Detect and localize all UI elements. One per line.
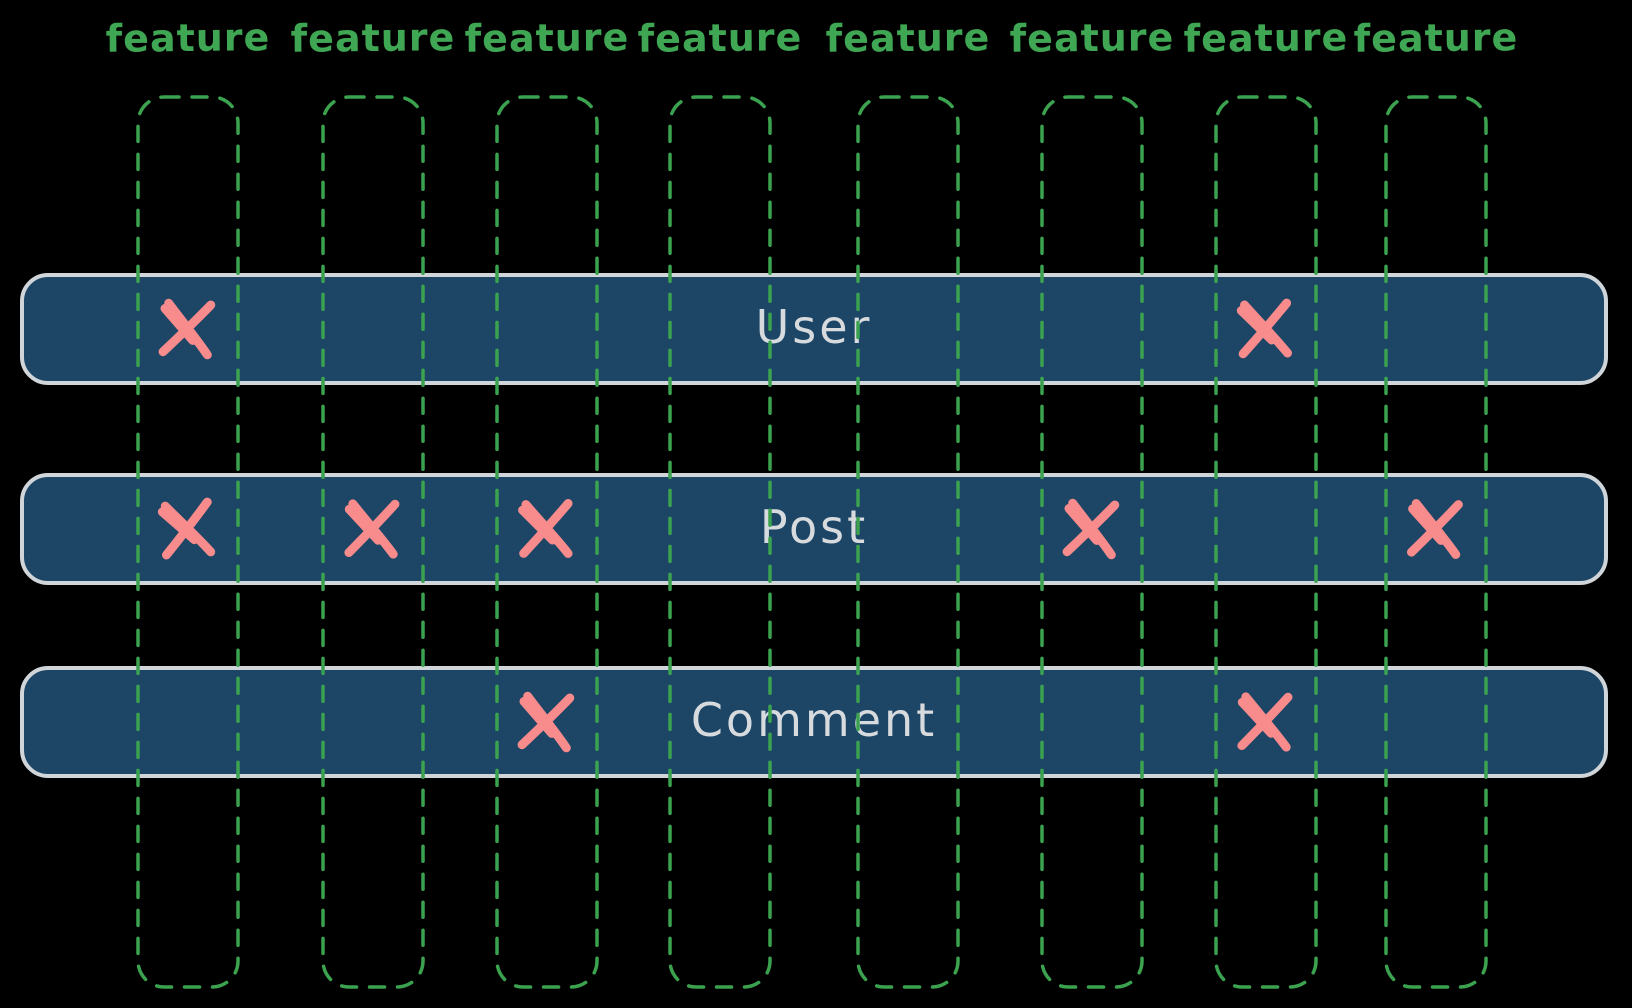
x-mark bbox=[344, 499, 400, 559]
x-mark bbox=[1406, 499, 1463, 559]
x-mark bbox=[157, 497, 216, 560]
x-mark bbox=[158, 298, 216, 360]
x-mark bbox=[518, 499, 573, 558]
entity-row-post: Post bbox=[20, 473, 1608, 585]
entity-row-user: User bbox=[20, 273, 1608, 385]
x-mark bbox=[1236, 298, 1292, 359]
x-mark bbox=[1062, 498, 1120, 560]
x-mark bbox=[1237, 692, 1293, 752]
entity-row-label: User bbox=[755, 300, 873, 354]
x-mark bbox=[517, 691, 575, 753]
entity-row-label: Post bbox=[759, 500, 869, 554]
